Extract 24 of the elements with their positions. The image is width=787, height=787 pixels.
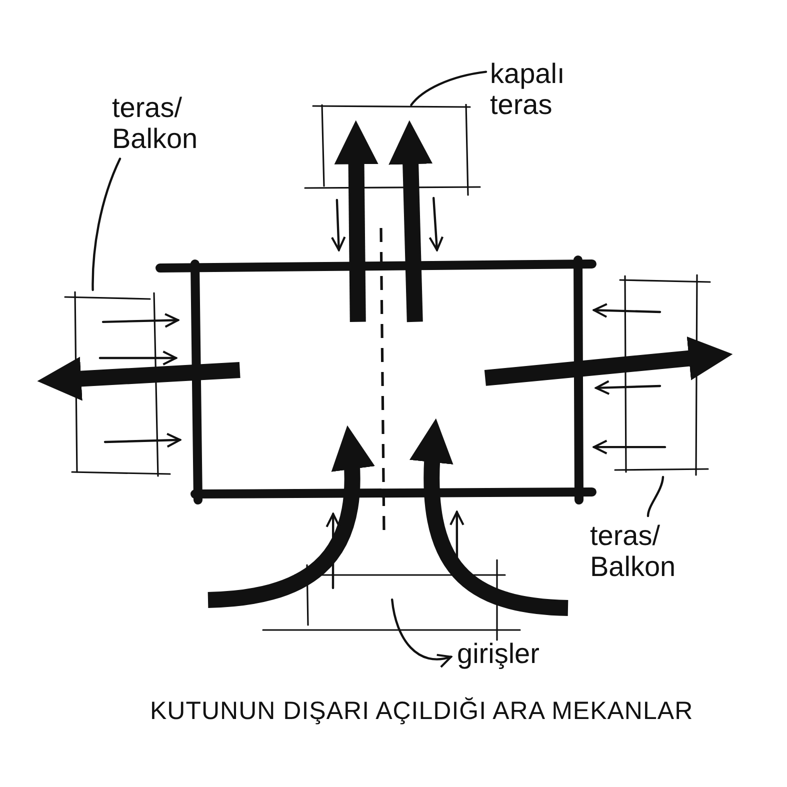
arrow — [428, 196, 444, 252]
arrow — [102, 312, 180, 328]
thick-arrow — [208, 425, 374, 608]
leader-arrow — [390, 598, 452, 668]
caption: KUTUNUN DIŞARI AÇILDIĞI ARA MEKANLAR — [150, 697, 694, 726]
thick-arrow — [410, 418, 568, 616]
thick-arrow — [388, 120, 433, 322]
terrace-frame — [612, 272, 712, 477]
arrow — [330, 198, 346, 252]
arrow — [592, 303, 662, 318]
arrow — [104, 432, 182, 448]
leader-line — [410, 70, 488, 106]
thick-arrow — [334, 120, 378, 322]
annotation-label: teras/ Balkon — [112, 92, 198, 155]
leader-line — [646, 476, 664, 518]
annotation-label: kapalı teras — [490, 58, 565, 121]
arrow — [326, 512, 341, 590]
leader-line — [92, 158, 122, 292]
arrow — [595, 380, 662, 395]
arrow — [98, 350, 178, 366]
thick-arrow — [37, 356, 240, 401]
arrow — [592, 440, 666, 454]
annotation-label: girişler — [457, 638, 540, 670]
annotation-label: teras/ Balkon — [590, 520, 676, 583]
